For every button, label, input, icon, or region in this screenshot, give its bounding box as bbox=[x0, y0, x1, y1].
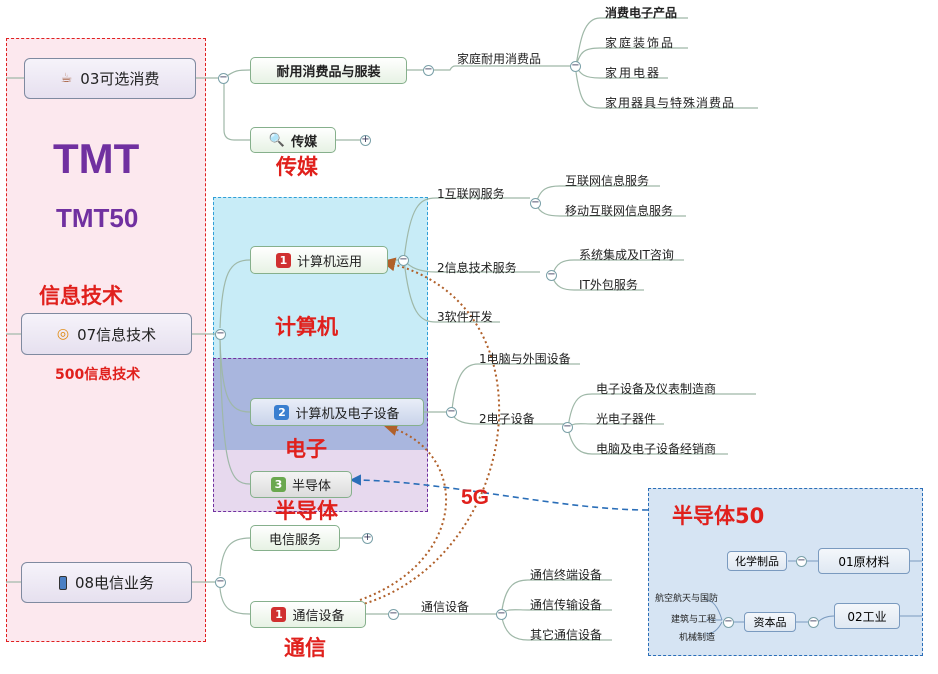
node-consumer[interactable]: ☕ 03可选消费 bbox=[24, 58, 196, 99]
node-telecom-equip[interactable]: 1 通信设备 bbox=[250, 601, 366, 628]
leaf-optoelectronic[interactable]: 光电子器件 bbox=[596, 412, 657, 426]
leaf-comm-terminal[interactable]: 通信终端设备 bbox=[530, 568, 603, 582]
node-semiconductor-label: 半导体 bbox=[291, 479, 331, 494]
fiveg-label: 5G bbox=[461, 486, 490, 509]
node-telecom[interactable]: 08电信业务 bbox=[21, 562, 192, 603]
toggle-consumer[interactable]: − bbox=[218, 72, 229, 84]
node-computer-elec-label: 计算机及电子设备 bbox=[295, 406, 400, 422]
leaf-comm-transmission[interactable]: 通信传输设备 bbox=[530, 598, 603, 612]
leaf-consumer-electronics[interactable]: 消费电子产品 bbox=[605, 6, 678, 20]
leaf-home-goods[interactable]: 家用器具与特殊消费品 bbox=[605, 96, 736, 110]
semi50-label: 半导体50 bbox=[672, 504, 765, 528]
node-semiconductor[interactable]: 3 半导体 bbox=[250, 471, 352, 498]
toggle-it-services[interactable]: − bbox=[546, 269, 557, 281]
node-raw-material[interactable]: 01原材料 bbox=[818, 548, 910, 574]
node-industrial-label: 02工业 bbox=[847, 609, 887, 624]
node-capital-goods[interactable]: 资本品 bbox=[744, 612, 796, 632]
priority-1b-icon: 1 bbox=[271, 607, 287, 622]
toggle-electronic-eq[interactable]: − bbox=[562, 421, 573, 433]
node-infotech-label: 07信息技术 bbox=[77, 325, 157, 344]
node-computer-elec[interactable]: 2 计算机及电子设备 bbox=[250, 398, 424, 426]
node-computer-app[interactable]: 1 计算机运用 bbox=[250, 246, 388, 274]
toggle-infotech[interactable]: − bbox=[215, 328, 226, 340]
toggle-capital-goods[interactable]: − bbox=[808, 616, 819, 628]
leaf-pc-peripheral[interactable]: 1电脑与外围设备 bbox=[479, 352, 571, 366]
leaf-software[interactable]: 3软件开发 bbox=[437, 310, 493, 324]
node-durable-label: 耐用消费品与服装 bbox=[276, 65, 381, 80]
priority-2-icon: 2 bbox=[274, 404, 290, 420]
priority-1-icon: 1 bbox=[275, 252, 291, 268]
toggle-internet[interactable]: − bbox=[530, 197, 541, 209]
tmt50-label: TMT50 bbox=[56, 203, 139, 233]
node-industrial[interactable]: 02工业 bbox=[834, 603, 900, 629]
toggle-telecom-service[interactable]: + bbox=[362, 532, 373, 544]
toggle-chemical[interactable]: − bbox=[796, 555, 807, 567]
toggle-computer-app[interactable]: − bbox=[398, 254, 409, 266]
info-tech500-label: 500信息技术 bbox=[55, 367, 141, 383]
node-durable[interactable]: 耐用消费品与服装 bbox=[250, 57, 407, 84]
toggle-group[interactable]: − bbox=[723, 616, 734, 628]
leaf-aerospace[interactable]: 航空航天与国防 bbox=[655, 594, 719, 604]
semiconductor-label: 半导体 bbox=[275, 499, 338, 523]
node-media-label: 传媒 bbox=[291, 134, 318, 150]
node-telecom-equip-label: 通信设备 bbox=[292, 609, 345, 624]
leaf-instrument-mfg[interactable]: 电子设备及仪表制造商 bbox=[596, 382, 717, 396]
leaf-other-comm[interactable]: 其它通信设备 bbox=[530, 628, 603, 642]
leaf-system-integration[interactable]: 系统集成及IT咨询 bbox=[579, 248, 674, 262]
node-infotech[interactable]: ◎ 07信息技术 bbox=[21, 313, 192, 355]
info-tech-label: 信息技术 bbox=[39, 284, 123, 308]
leaf-machinery[interactable]: 机械制造 bbox=[679, 633, 716, 643]
leaf-internet[interactable]: 1互联网服务 bbox=[437, 187, 505, 201]
toggle-home-durable[interactable]: − bbox=[570, 60, 581, 72]
node-capital-goods-label: 资本品 bbox=[753, 616, 787, 629]
leaf-internet-info[interactable]: 互联网信息服务 bbox=[565, 174, 650, 188]
leaf-it-outsourcing[interactable]: IT外包服务 bbox=[579, 278, 638, 292]
node-chemical-label: 化学制品 bbox=[735, 555, 779, 568]
cup-icon: ☕ bbox=[60, 71, 73, 86]
toggle-computer-elec[interactable]: − bbox=[446, 406, 457, 418]
telecom-label: 通信 bbox=[284, 636, 326, 660]
node-telecom-service[interactable]: 电信服务 bbox=[250, 525, 340, 551]
computer-label: 计算机 bbox=[275, 315, 338, 339]
leaf-home-durable[interactable]: 家庭耐用消费品 bbox=[457, 52, 542, 66]
media-label: 传媒 bbox=[276, 155, 318, 179]
target-icon: ◎ bbox=[56, 326, 70, 342]
leaf-home-appliance[interactable]: 家用电器 bbox=[605, 66, 662, 80]
leaf-it-services[interactable]: 2信息技术服务 bbox=[437, 261, 517, 275]
node-consumer-label: 03可选消费 bbox=[80, 70, 160, 88]
leaf-mobile-internet[interactable]: 移动互联网信息服务 bbox=[565, 204, 674, 218]
priority-3-icon: 3 bbox=[270, 477, 286, 492]
toggle-durable[interactable]: − bbox=[423, 64, 434, 76]
phone-icon bbox=[58, 575, 67, 590]
node-computer-app-label: 计算机运用 bbox=[296, 254, 362, 270]
node-raw-material-label: 01原材料 bbox=[838, 554, 890, 569]
electronics-label: 电子 bbox=[285, 437, 327, 461]
tmt-title: TMT bbox=[53, 135, 140, 182]
node-telecom-label: 08电信业务 bbox=[74, 574, 155, 592]
toggle-media[interactable]: + bbox=[360, 134, 371, 146]
node-media[interactable]: 🔍 传媒 bbox=[250, 127, 336, 153]
node-chemical[interactable]: 化学制品 bbox=[727, 551, 787, 571]
toggle-comm-equip[interactable]: − bbox=[496, 608, 507, 620]
node-telecom-service-label: 电信服务 bbox=[268, 532, 321, 548]
leaf-comm-equip[interactable]: 通信设备 bbox=[421, 600, 470, 614]
magnifier-icon: 🔍 bbox=[268, 132, 286, 148]
leaf-construction[interactable]: 建筑与工程 bbox=[671, 615, 717, 625]
leaf-home-decor[interactable]: 家庭装饰品 bbox=[605, 36, 676, 50]
toggle-telecom[interactable]: − bbox=[215, 576, 226, 588]
toggle-telecom-equip[interactable]: − bbox=[388, 608, 399, 620]
leaf-electronic-eq[interactable]: 2电子设备 bbox=[479, 412, 535, 426]
electronics-region-border bbox=[213, 358, 428, 512]
leaf-pc-distributor[interactable]: 电脑及电子设备经销商 bbox=[596, 442, 717, 456]
